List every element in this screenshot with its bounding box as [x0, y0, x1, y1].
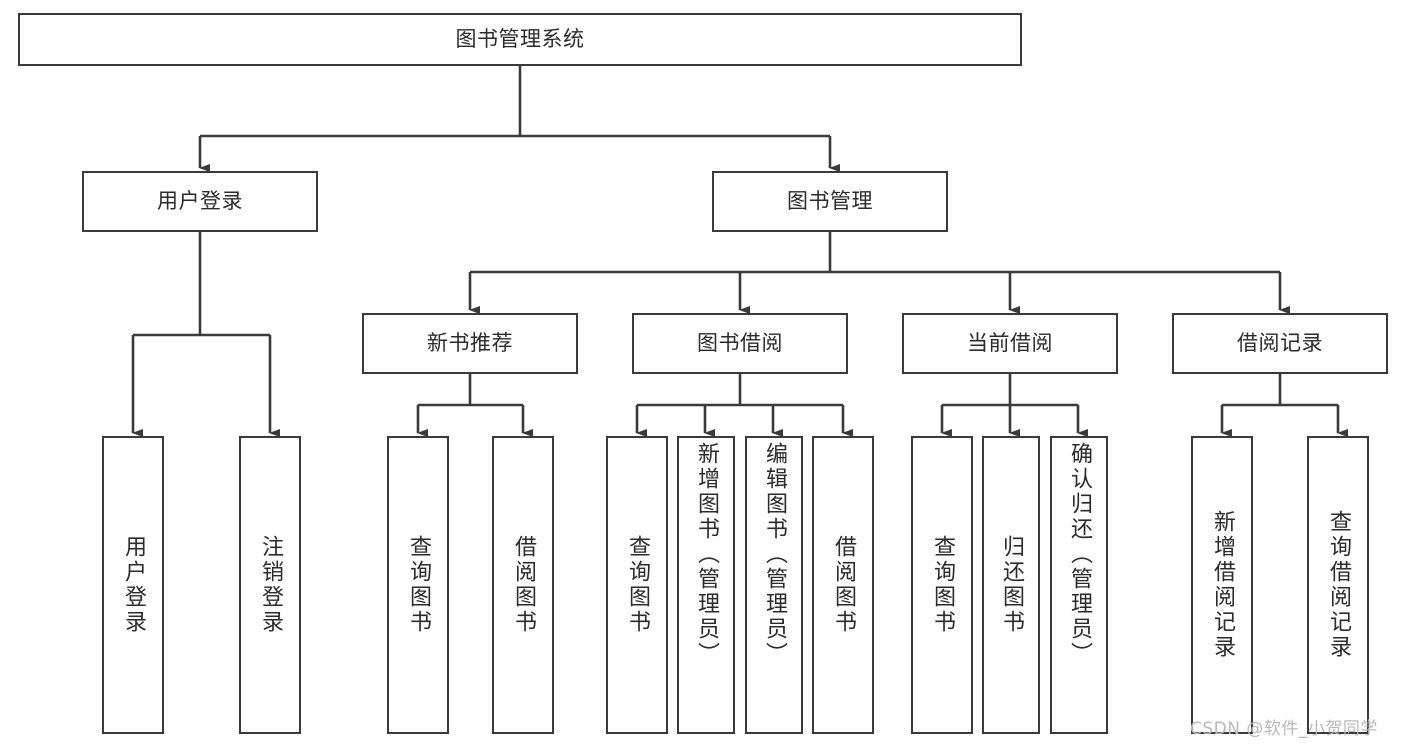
node-book-borrow[interactable]: 图书借阅	[632, 313, 848, 374]
node-leaf-user-login[interactable]: 用户登录	[102, 436, 164, 734]
node-leaf-query-book-1[interactable]: 查询图书	[387, 436, 449, 734]
node-leaf-query-book-1-label: 查询图书	[406, 535, 431, 635]
node-book-management-label: 图书管理	[787, 189, 873, 214]
node-leaf-edit-book-label: 编辑图书（管理员）	[762, 442, 787, 667]
node-borrow-record-label: 借阅记录	[1237, 331, 1323, 356]
node-leaf-confirm-return-label: 确认归还（管理员）	[1067, 442, 1092, 667]
node-new-book-recommend[interactable]: 新书推荐	[362, 313, 578, 374]
node-leaf-borrow-book-1-label: 借阅图书	[511, 535, 536, 635]
node-leaf-borrow-book-2[interactable]: 借阅图书	[812, 436, 874, 734]
csdn-watermark: CSDN @软件_小贺同学	[1190, 719, 1378, 739]
node-current-borrow[interactable]: 当前借阅	[902, 313, 1118, 374]
node-leaf-return-book[interactable]: 归还图书	[982, 436, 1040, 734]
node-leaf-user-login-label: 用户登录	[121, 535, 146, 635]
node-leaf-borrow-book-2-label: 借阅图书	[831, 535, 856, 635]
node-root-label: 图书管理系统	[455, 27, 585, 52]
node-leaf-query-record-label: 查询借阅记录	[1326, 510, 1351, 660]
node-leaf-logout-login[interactable]: 注销登录	[239, 436, 301, 734]
node-current-borrow-label: 当前借阅	[967, 331, 1053, 356]
node-leaf-borrow-book-1[interactable]: 借阅图书	[492, 436, 554, 734]
node-leaf-add-book-label: 新增图书（管理员）	[694, 442, 719, 667]
node-leaf-query-book-3[interactable]: 查询图书	[911, 436, 973, 734]
node-leaf-add-book[interactable]: 新增图书（管理员）	[677, 436, 735, 734]
node-book-management[interactable]: 图书管理	[712, 171, 948, 232]
node-leaf-query-record[interactable]: 查询借阅记录	[1307, 436, 1369, 734]
node-borrow-record[interactable]: 借阅记录	[1172, 313, 1388, 374]
node-root[interactable]: 图书管理系统	[18, 13, 1022, 66]
node-leaf-logout-login-label: 注销登录	[258, 535, 283, 635]
node-user-login[interactable]: 用户登录	[82, 171, 318, 232]
node-book-borrow-label: 图书借阅	[697, 331, 783, 356]
node-leaf-return-book-label: 归还图书	[999, 535, 1024, 635]
node-leaf-add-record[interactable]: 新增借阅记录	[1191, 436, 1253, 734]
node-leaf-edit-book[interactable]: 编辑图书（管理员）	[745, 436, 803, 734]
node-leaf-query-book-2[interactable]: 查询图书	[606, 436, 668, 734]
node-user-login-label: 用户登录	[157, 189, 243, 214]
node-leaf-query-book-2-label: 查询图书	[625, 535, 650, 635]
node-leaf-add-record-label: 新增借阅记录	[1210, 510, 1235, 660]
node-leaf-confirm-return[interactable]: 确认归还（管理员）	[1050, 436, 1108, 734]
node-new-book-recommend-label: 新书推荐	[427, 331, 513, 356]
node-leaf-query-book-3-label: 查询图书	[930, 535, 955, 635]
